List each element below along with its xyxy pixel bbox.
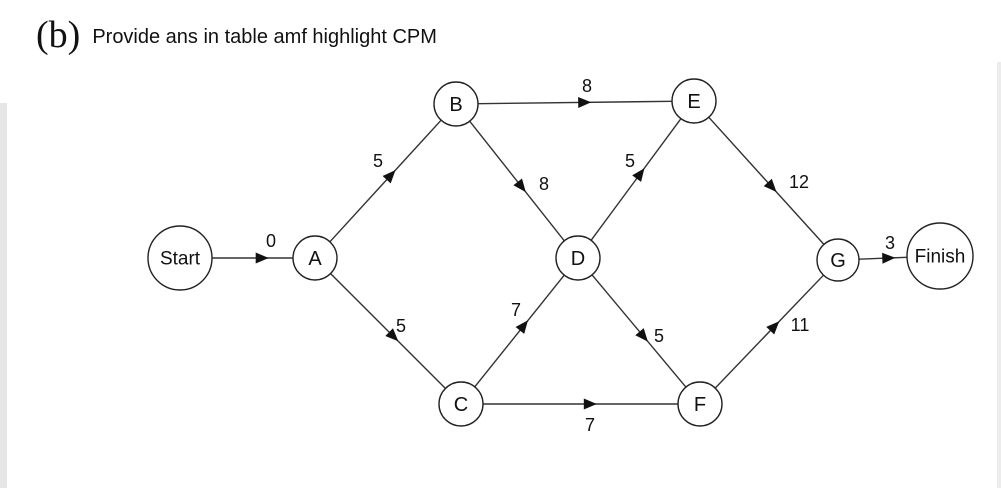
node-label: E bbox=[687, 91, 700, 113]
node-label: G bbox=[830, 250, 846, 272]
edge-line bbox=[708, 116, 825, 245]
node-finish: Finish bbox=[906, 222, 974, 290]
edge-line bbox=[469, 120, 565, 242]
arrowhead bbox=[385, 328, 399, 342]
arrowhead bbox=[515, 320, 528, 334]
question-header: (b) Provide ans in table amf highlight C… bbox=[36, 10, 437, 60]
arrowhead bbox=[882, 252, 896, 264]
edge-duration-label: 5 bbox=[654, 326, 664, 346]
edge-G-finish: 3 bbox=[858, 233, 908, 264]
arrowhead bbox=[513, 178, 526, 193]
edge-F-G: 11 bbox=[714, 274, 825, 389]
node-a: A bbox=[292, 235, 338, 281]
edge-duration-label: 5 bbox=[373, 151, 383, 171]
arrowhead bbox=[635, 328, 648, 342]
arrowhead bbox=[583, 398, 597, 410]
edge-duration-label: 5 bbox=[625, 151, 635, 171]
edge-D-E: 5 bbox=[590, 118, 682, 241]
node-circle bbox=[906, 222, 974, 290]
edge-line bbox=[477, 100, 673, 105]
edge-A-C: 5 bbox=[330, 273, 446, 389]
node-circle bbox=[671, 78, 717, 124]
edge-duration-label: 8 bbox=[539, 174, 549, 194]
node-g: G bbox=[816, 238, 860, 282]
node-circle bbox=[438, 381, 484, 427]
edge-line bbox=[329, 119, 442, 243]
edge-duration-label: 5 bbox=[396, 316, 406, 336]
node-circle bbox=[677, 381, 723, 427]
node-b: B bbox=[433, 81, 479, 127]
node-label: F bbox=[694, 394, 706, 416]
arrowhead bbox=[255, 252, 269, 264]
edges-layer: 0 5 5 8 8 7 7 5 5 12 11 3 bbox=[212, 76, 908, 435]
arrowhead bbox=[766, 321, 780, 335]
node-d: D bbox=[555, 235, 601, 281]
edge-B-D: 8 bbox=[469, 120, 565, 242]
edge-duration-label: 11 bbox=[791, 315, 810, 335]
edge-D-F: 5 bbox=[591, 274, 687, 388]
edge-duration-label: 7 bbox=[511, 300, 521, 320]
left-margin-strip bbox=[0, 103, 7, 488]
edge-duration-label: 3 bbox=[885, 233, 895, 253]
node-circle bbox=[433, 81, 479, 127]
edge-start-A: 0 bbox=[212, 231, 293, 264]
node-c: C bbox=[438, 381, 484, 427]
node-circle bbox=[555, 235, 601, 281]
node-e: E bbox=[671, 78, 717, 124]
edge-A-B: 5 bbox=[329, 119, 442, 243]
node-start: Start bbox=[147, 225, 213, 291]
node-label: Start bbox=[160, 249, 201, 270]
edge-duration-label: 7 bbox=[585, 415, 595, 435]
node-circle bbox=[816, 238, 860, 282]
nodes-layer: Start A B C D E F G Finish bbox=[147, 78, 974, 427]
edge-E-G: 12 bbox=[708, 116, 825, 245]
edge-line bbox=[591, 274, 687, 388]
node-label: D bbox=[571, 248, 585, 270]
edge-duration-label: 12 bbox=[789, 172, 809, 192]
edge-C-D: 7 bbox=[474, 274, 565, 388]
edge-B-E: 8 bbox=[477, 76, 673, 108]
node-circle bbox=[292, 235, 338, 281]
arrowhead bbox=[382, 170, 396, 184]
node-f: F bbox=[677, 381, 723, 427]
edge-line bbox=[590, 118, 682, 241]
right-margin-strip bbox=[997, 62, 1001, 488]
edge-line bbox=[474, 274, 565, 388]
part-label: (b) bbox=[36, 14, 81, 56]
edge-line bbox=[714, 274, 825, 389]
edge-line bbox=[330, 273, 446, 389]
node-circle bbox=[147, 225, 213, 291]
node-label: C bbox=[454, 394, 468, 416]
instruction-text: Provide ans in table amf highlight CPM bbox=[92, 25, 437, 48]
arrowhead bbox=[763, 178, 777, 192]
arrowhead bbox=[632, 168, 645, 182]
node-label: Finish bbox=[915, 247, 966, 268]
node-label: B bbox=[449, 94, 462, 116]
node-label: A bbox=[308, 248, 322, 270]
edge-C-F: 7 bbox=[483, 398, 678, 435]
edge-duration-label: 0 bbox=[266, 231, 276, 251]
arrowhead bbox=[578, 97, 592, 108]
edge-duration-label: 8 bbox=[582, 76, 592, 96]
